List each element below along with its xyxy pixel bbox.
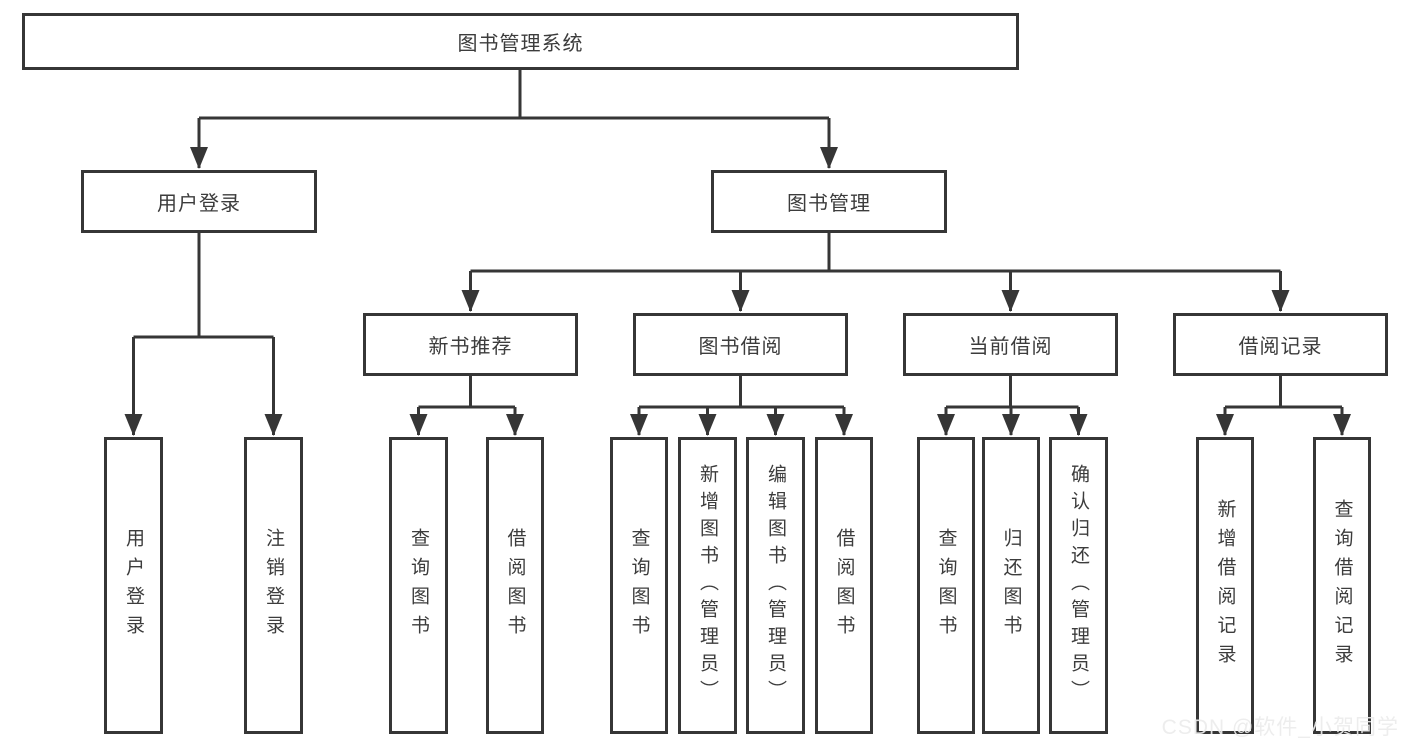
node-current-borrow-label: 当前借阅	[968, 336, 1053, 358]
node-new-book-recommend-label: 新书推荐	[428, 336, 513, 358]
node-user-login-label: 用户登录	[157, 193, 241, 215]
node-current-borrow: 当前借阅	[903, 313, 1118, 376]
leaf-add-book-admin-label: 新增图书（管理员）	[697, 464, 718, 707]
node-borrow-record-label: 借阅记录	[1238, 336, 1323, 358]
leaf-user-login: 用户登录	[104, 437, 163, 734]
node-new-book-recommend: 新书推荐	[363, 313, 578, 376]
leaf-confirm-return-admin-label: 确认归还（管理员）	[1068, 464, 1089, 707]
leaf-query-borrow-record-label: 查询借阅记录	[1331, 498, 1353, 673]
leaf-user-login-label: 用户登录	[123, 527, 144, 644]
leaf-confirm-return-admin: 确认归还（管理员）	[1049, 437, 1108, 734]
leaf-edit-book-admin-label: 编辑图书（管理员）	[765, 464, 786, 707]
leaf-return-book: 归还图书	[982, 437, 1040, 734]
leaf-logout-label: 注销登录	[263, 527, 284, 644]
leaf-query-book-3: 查询图书	[917, 437, 975, 734]
node-book-mgmt: 图书管理	[711, 170, 947, 233]
node-borrow-record: 借阅记录	[1173, 313, 1388, 376]
node-book-mgmt-label: 图书管理	[787, 193, 871, 215]
leaf-query-book-1: 查询图书	[389, 437, 448, 734]
node-book-borrow: 图书借阅	[633, 313, 848, 376]
leaf-borrow-book-1-label: 借阅图书	[504, 527, 526, 644]
node-book-borrow-label: 图书借阅	[698, 336, 783, 358]
leaf-return-book-label: 归还图书	[1000, 527, 1022, 644]
leaf-add-borrow-record: 新增借阅记录	[1196, 437, 1254, 734]
leaf-add-book-admin: 新增图书（管理员）	[678, 437, 737, 734]
leaf-query-book-2: 查询图书	[610, 437, 668, 734]
leaf-query-book-3-label: 查询图书	[935, 527, 957, 644]
leaf-query-borrow-record: 查询借阅记录	[1313, 437, 1371, 734]
leaf-borrow-book-2: 借阅图书	[815, 437, 873, 734]
leaf-query-book-1-label: 查询图书	[408, 527, 429, 644]
leaf-logout: 注销登录	[244, 437, 303, 734]
leaf-add-borrow-record-label: 新增借阅记录	[1214, 498, 1236, 673]
node-user-login: 用户登录	[81, 170, 317, 233]
leaf-borrow-book-1: 借阅图书	[486, 437, 544, 734]
leaf-borrow-book-2-label: 借阅图书	[833, 527, 855, 644]
leaf-query-book-2-label: 查询图书	[628, 527, 650, 644]
node-root-system: 图书管理系统	[22, 13, 1019, 70]
node-root-label: 图书管理系统	[457, 33, 584, 55]
leaf-edit-book-admin: 编辑图书（管理员）	[746, 437, 805, 734]
